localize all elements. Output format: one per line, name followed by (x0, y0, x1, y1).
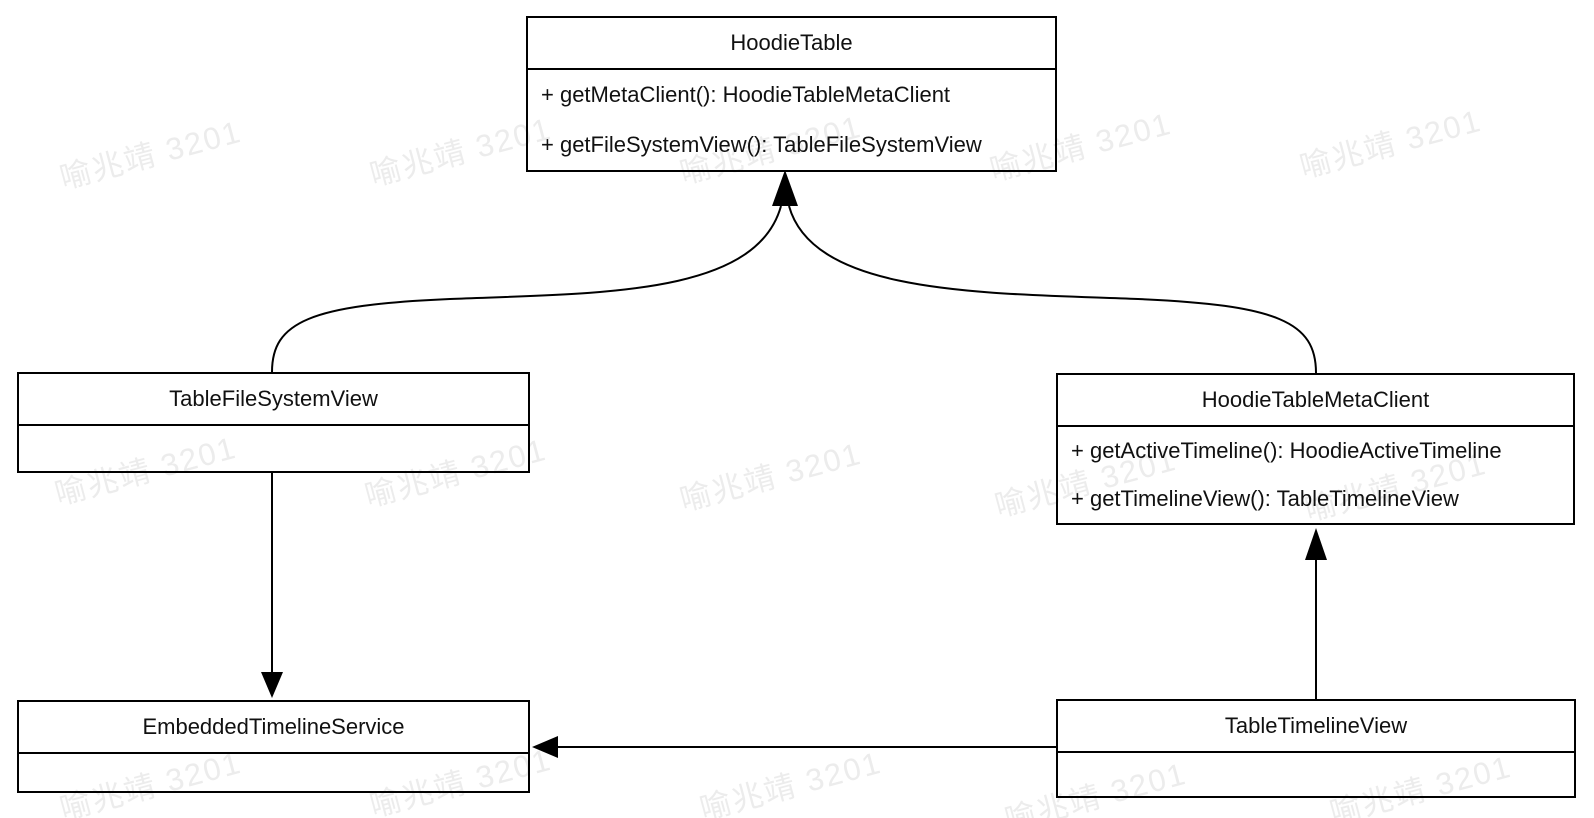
arrowhead-left-embeddedtimelineservice-icon (532, 736, 558, 758)
class-hoodietablemetaclient: HoodieTableMetaClient + getActiveTimelin… (1056, 373, 1575, 525)
class-title: HoodieTableMetaClient (1058, 375, 1573, 427)
arrowhead-down-embeddedtimelineservice-icon (261, 672, 283, 698)
class-methods: + getActiveTimeline(): HoodieActiveTimel… (1058, 427, 1573, 523)
edge-tablefilesystemview-to-hoodietable (271, 205, 782, 373)
class-tabletimelineview: TableTimelineView (1056, 699, 1576, 798)
class-title: HoodieTable (528, 18, 1055, 70)
class-tablefilesystemview: TableFileSystemView (17, 372, 530, 473)
class-methods (19, 754, 528, 791)
class-method: + getActiveTimeline(): HoodieActiveTimel… (1071, 438, 1502, 463)
class-methods (19, 426, 528, 471)
class-title: TableTimelineView (1058, 701, 1574, 753)
class-embeddedtimelineservice: EmbeddedTimelineService (17, 700, 530, 793)
class-methods (1058, 753, 1574, 796)
arrowhead-up-hoodietable-icon (772, 170, 798, 206)
class-method: + getFileSystemView(): TableFileSystemVi… (541, 132, 982, 157)
class-method: + getTimelineView(): TableTimelineView (1071, 486, 1459, 511)
class-method: + getMetaClient(): HoodieTableMetaClient (541, 82, 951, 107)
class-methods: + getMetaClient(): HoodieTableMetaClient… (528, 70, 1055, 170)
edge-hoodietablemetaclient-to-hoodietable (788, 205, 1317, 374)
class-title: EmbeddedTimelineService (19, 702, 528, 754)
arrowhead-up-hoodietablemetaclient-icon (1305, 528, 1327, 560)
class-title: TableFileSystemView (19, 374, 528, 426)
class-hoodietable: HoodieTable + getMetaClient(): HoodieTab… (526, 16, 1057, 172)
